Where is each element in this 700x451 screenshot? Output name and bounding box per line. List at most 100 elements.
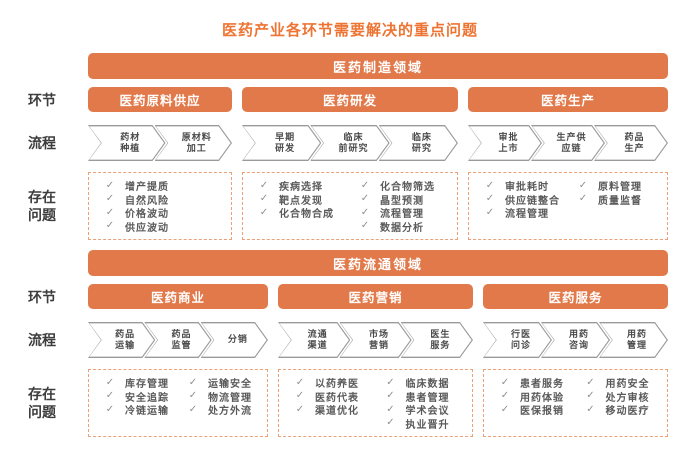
flow-step-chevron: 用药 咨询 xyxy=(541,322,610,358)
flow-step-chevron: 原材料 加工 xyxy=(155,125,233,161)
problem-item: ✓晶型预测 xyxy=(350,193,451,207)
check-icon: ✓ xyxy=(105,206,115,218)
section-banner: 医药流通领域 xyxy=(88,250,668,276)
problem-item: ✓自然风险 xyxy=(95,193,225,207)
flow-step-chevron: 审批 上市 xyxy=(468,125,542,161)
problem-item: ✓物流管理 xyxy=(178,390,261,404)
problem-item: ✓用药安全 xyxy=(576,376,662,390)
problems-box: ✓审批耗时✓供应链整合✓流程管理 ✓原料管理✓质量监督 xyxy=(468,172,668,240)
page-title: 医药产业各环节需要解决的重点问题 xyxy=(221,22,478,39)
check-icon: ✓ xyxy=(105,220,115,232)
problem-item: ✓靶点发现 xyxy=(249,193,350,207)
check-icon: ✓ xyxy=(586,376,595,388)
check-icon: ✓ xyxy=(188,403,198,415)
flow-step-chevron: 药品 运输 xyxy=(88,322,155,358)
flow-group: 药材 种植原材料 加工 xyxy=(88,125,232,161)
problem-item: ✓供应链整合 xyxy=(475,193,568,207)
flow-step-chevron: 医生 服务 xyxy=(401,322,473,358)
problem-item: ✓执业晋升 xyxy=(376,417,467,431)
problem-item: ✓数据分析 xyxy=(350,220,451,234)
row-label-problems: 存在问题 xyxy=(28,385,56,420)
stage-button: 医药原料供应 xyxy=(88,87,232,112)
flow-step-chevron: 药品 监管 xyxy=(144,322,211,358)
problem-item: ✓运输安全 xyxy=(178,376,261,390)
check-icon: ✓ xyxy=(295,390,305,402)
problem-item: ✓原料管理 xyxy=(568,179,661,193)
problems-list: ✓化合物筛选✓晶型预测✓流程管理✓数据分析 xyxy=(350,179,451,234)
check-icon: ✓ xyxy=(360,193,370,205)
row-label-flow: 流程 xyxy=(28,134,56,151)
check-icon: ✓ xyxy=(105,193,115,205)
row-label-stage: 环节 xyxy=(28,91,56,108)
check-icon: ✓ xyxy=(386,376,395,388)
flow-group: 药品 运输药品 监管分销 xyxy=(88,322,268,358)
problem-item: ✓学术会议 xyxy=(376,403,467,417)
problems-box: ✓以药养医✓医药代表✓渠道优化 ✓临床数据✓患者管理✓学术会议✓执业晋升 xyxy=(278,369,473,437)
problems-box: ✓疾病选择✓靶点发现✓化合物合成 ✓化合物筛选✓晶型预测✓流程管理✓数据分析 xyxy=(242,172,458,240)
check-icon: ✓ xyxy=(485,179,495,191)
check-icon: ✓ xyxy=(360,220,370,232)
problems-list: ✓患者服务✓用药体验✓医保报销 xyxy=(490,376,576,430)
problems-list: ✓临床数据✓患者管理✓学术会议✓执业晋升 xyxy=(376,376,467,431)
flow-step-chevron: 药品 生产 xyxy=(594,125,668,161)
stage-button: 医药生产 xyxy=(468,87,668,112)
check-icon: ✓ xyxy=(360,179,370,191)
problems-list: ✓运输安全✓物流管理✓处方外流 xyxy=(178,376,261,430)
check-icon: ✓ xyxy=(259,193,269,205)
problem-item: ✓供应波动 xyxy=(95,220,225,234)
check-icon: ✓ xyxy=(386,390,395,402)
flow-step-chevron: 临床 前研究 xyxy=(310,125,389,161)
check-icon: ✓ xyxy=(295,403,305,415)
flow-step-chevron: 药材 种植 xyxy=(88,125,166,161)
problem-item: ✓疾病选择 xyxy=(249,179,350,193)
problem-item: ✓增产提质 xyxy=(95,179,225,193)
check-icon: ✓ xyxy=(259,179,269,191)
check-icon: ✓ xyxy=(386,403,395,415)
check-icon: ✓ xyxy=(485,193,495,205)
check-icon: ✓ xyxy=(259,206,269,218)
check-icon: ✓ xyxy=(500,376,510,388)
section-banner: 医药制造领域 xyxy=(88,53,668,79)
problems-box: ✓患者服务✓用药体验✓医保报销 ✓用药安全✓处方审核✓移动医疗 xyxy=(483,369,668,437)
problem-item: ✓冷链运输 xyxy=(95,403,178,417)
flow-step-chevron: 用药 管理 xyxy=(599,322,668,358)
check-icon: ✓ xyxy=(360,206,370,218)
problem-item: ✓渠道优化 xyxy=(285,403,376,417)
section-distribution: 医药流通领域 环节 医药商业 医药营销 医药服务 流程 药品 运输药品 监管分销… xyxy=(28,250,668,437)
problems-list: ✓用药安全✓处方审核✓移动医疗 xyxy=(576,376,662,430)
problems-list: ✓疾病选择✓靶点发现✓化合物合成 xyxy=(249,179,350,233)
problem-item: ✓库存管理 xyxy=(95,376,178,390)
flow-step-chevron: 早期 研发 xyxy=(242,125,321,161)
problem-item: ✓医药代表 xyxy=(285,390,376,404)
check-icon: ✓ xyxy=(500,390,510,402)
check-icon: ✓ xyxy=(295,376,305,388)
problem-item: ✓化合物合成 xyxy=(249,206,350,220)
row-label-problems: 存在问题 xyxy=(28,188,56,223)
flow-step-chevron: 行医 问诊 xyxy=(483,322,552,358)
flow-step-chevron: 流通 渠道 xyxy=(278,322,350,358)
flow-group: 早期 研发临床 前研究临床 研究 xyxy=(242,125,458,161)
flow-group: 流通 渠道市场 营销医生 服务 xyxy=(278,322,473,358)
problems-box: ✓增产提质✓自然风险✓价格波动✓供应波动 xyxy=(88,172,232,240)
problem-item: ✓价格波动 xyxy=(95,206,225,220)
problem-item: ✓以药养医 xyxy=(285,376,376,390)
problem-item: ✓患者管理 xyxy=(376,390,467,404)
problem-item: ✓审批耗时 xyxy=(475,179,568,193)
problems-list: ✓增产提质✓自然风险✓价格波动✓供应波动 xyxy=(95,179,225,234)
check-icon: ✓ xyxy=(578,193,588,205)
problem-item: ✓临床数据 xyxy=(376,376,467,390)
stage-button: 医药研发 xyxy=(242,87,458,112)
problem-item: ✓用药体验 xyxy=(490,390,576,404)
problem-item: ✓化合物筛选 xyxy=(350,179,451,193)
problem-item: ✓流程管理 xyxy=(475,206,568,220)
problems-list: ✓原料管理✓质量监督 xyxy=(568,179,661,233)
row-label-flow: 流程 xyxy=(28,331,56,348)
problems-list: ✓审批耗时✓供应链整合✓流程管理 xyxy=(475,179,568,233)
check-icon: ✓ xyxy=(188,390,198,402)
problems-box: ✓库存管理✓安全追踪✓冷链运输 ✓运输安全✓物流管理✓处方外流 xyxy=(88,369,268,437)
row-label-stage: 环节 xyxy=(28,288,56,305)
check-icon: ✓ xyxy=(105,390,115,402)
problems-list: ✓以药养医✓医药代表✓渠道优化 xyxy=(285,376,376,430)
flow-step-chevron: 生产供 应链 xyxy=(531,125,605,161)
